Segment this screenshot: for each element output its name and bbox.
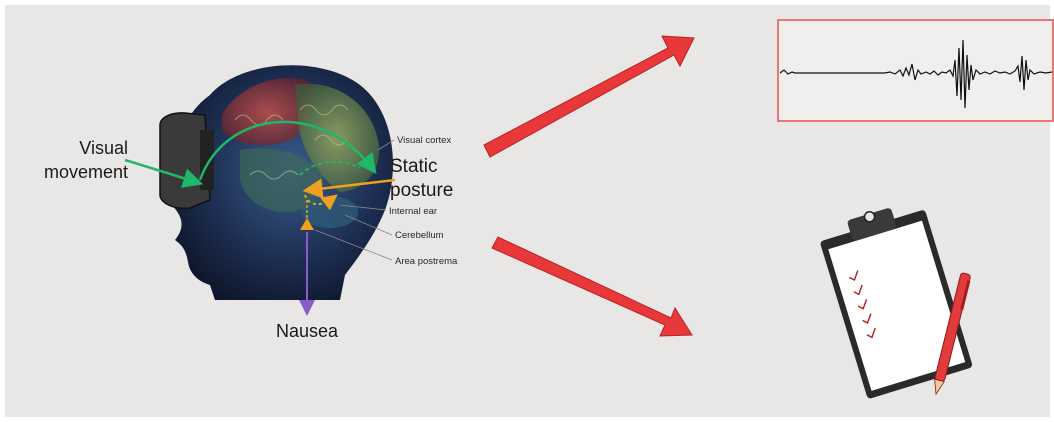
- label-static-posture-1: Static: [390, 156, 438, 177]
- label-visual-movement-2: movement: [44, 162, 128, 182]
- label-static-posture-2: posture: [390, 180, 453, 201]
- label-internal-ear: Internal ear: [389, 206, 437, 217]
- label-cerebellum: Cerebellum: [395, 230, 444, 241]
- label-visual-cortex: Visual cortex: [397, 135, 451, 146]
- label-visual-movement-1: Visual: [79, 138, 128, 158]
- cerebellum-shape: [302, 196, 358, 228]
- label-nausea: Nausea: [276, 321, 339, 341]
- vr-headset-strap: [200, 130, 214, 190]
- signal-frame: [778, 20, 1053, 121]
- label-area-postrema: Area postrema: [395, 256, 458, 267]
- eeg-signal-icon: [778, 20, 1053, 121]
